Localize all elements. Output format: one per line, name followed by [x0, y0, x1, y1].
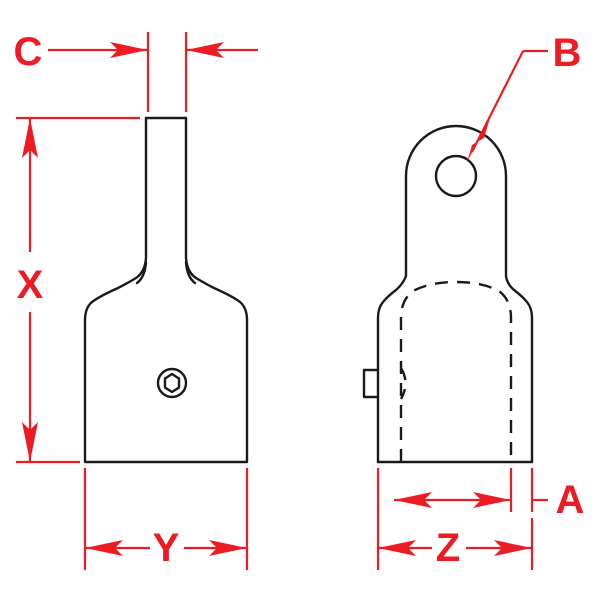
screw-boss-profile	[362, 368, 380, 399]
dim-x-arrow-bottom	[22, 422, 38, 462]
dim-b-arrow	[467, 118, 490, 162]
screw-head-boss	[362, 367, 407, 400]
dim-b-leader-diagonal	[471, 50, 524, 153]
screw-boss-hidden-arc	[399, 367, 407, 400]
dim-a-arrow-right	[473, 492, 511, 508]
dim-y-arrow-left	[85, 540, 123, 556]
dim-a-label: A	[556, 478, 585, 522]
dim-y-label: Y	[153, 526, 180, 570]
dim-x-arrow-top	[22, 118, 38, 158]
through-hole	[434, 154, 478, 198]
front-view-outline	[83, 116, 249, 464]
dimension-b: B	[467, 31, 581, 162]
dim-c-arrow-right	[186, 42, 224, 58]
hex-socket-screw	[156, 367, 188, 399]
dim-z-arrow-right	[494, 540, 532, 556]
dim-c-label: C	[14, 30, 43, 74]
dimension-a: A	[394, 468, 584, 522]
hidden-cavity-outline	[399, 280, 513, 462]
dimension-c: C	[14, 30, 258, 112]
side-view	[362, 124, 534, 464]
front-view	[83, 116, 249, 464]
dimension-x: X	[16, 116, 140, 464]
dim-a-arrow-left	[394, 492, 432, 508]
dim-z-label: Z	[436, 526, 460, 570]
dimension-y: Y	[83, 468, 249, 570]
dim-x-label: X	[17, 263, 44, 307]
dimension-z: Z	[376, 468, 534, 570]
dim-y-arrow-right	[209, 540, 247, 556]
dim-c-arrow-left	[110, 42, 148, 58]
screw-head-circle	[156, 367, 188, 399]
dim-z-arrow-left	[378, 540, 416, 556]
front-view-fillet-left	[135, 260, 148, 285]
front-view-fillet-right	[184, 260, 197, 285]
dim-b-label: B	[553, 31, 582, 75]
hex-socket-shape	[163, 372, 181, 394]
side-view-outline	[376, 124, 534, 464]
